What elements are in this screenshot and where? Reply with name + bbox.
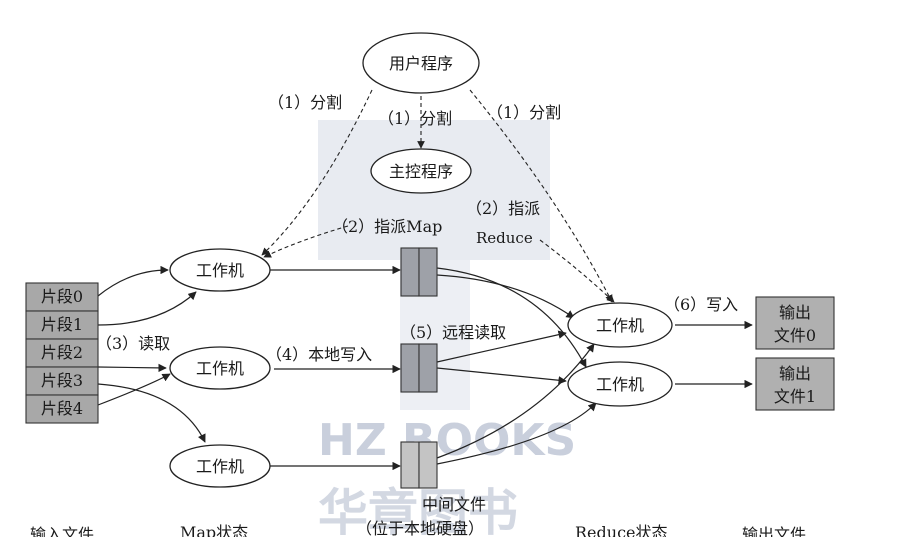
output-file-1-line2: 文件1 bbox=[774, 387, 816, 406]
segment-3: 片段3 bbox=[41, 371, 83, 390]
master-label: 主控程序 bbox=[389, 162, 453, 181]
stage-reduce-label: Reduce状态 bbox=[575, 523, 668, 537]
map-worker-1-label: 工作机 bbox=[196, 261, 244, 280]
stage-map-label: Map状态 bbox=[180, 523, 248, 537]
watermark-text: HZ BOOKS bbox=[318, 415, 576, 466]
output-file-1: 输出 文件1 bbox=[755, 357, 835, 411]
remote-read-edge-2 bbox=[436, 267, 587, 368]
remote-read-edge-1 bbox=[436, 274, 575, 319]
reduce-worker-1: 工作机 bbox=[567, 302, 673, 348]
output-file-1-line1: 输出 bbox=[779, 364, 811, 383]
intermediate-caption-line1: 中间文件 bbox=[422, 495, 486, 514]
master-node: 主控程序 bbox=[370, 148, 472, 194]
segment-4: 片段4 bbox=[41, 399, 83, 418]
intermediate-file-3 bbox=[400, 441, 438, 489]
segment-edge-0 bbox=[97, 265, 169, 297]
user-program-node: 用户程序 bbox=[362, 32, 480, 94]
remote-read-edge-3 bbox=[436, 330, 567, 363]
write-label: （6）写入 bbox=[664, 295, 738, 314]
output-file-0-line2: 文件0 bbox=[774, 326, 816, 345]
output-file-0: 输出 文件0 bbox=[755, 296, 835, 350]
segment-edge-4 bbox=[97, 373, 171, 406]
assign-map-edge bbox=[263, 225, 349, 258]
watermark: HZ BOOKS 华章图书 bbox=[318, 120, 576, 537]
output-file-0-line1: 输出 bbox=[779, 303, 811, 322]
segment-edge-2 bbox=[97, 363, 167, 373]
remote-read-edge-4 bbox=[436, 367, 567, 385]
split-edge-right bbox=[469, 89, 613, 303]
assign-reduce-edge bbox=[539, 239, 615, 303]
read-label: （3）读取 bbox=[96, 334, 170, 353]
split-label-right: （1）分割 bbox=[487, 103, 561, 122]
input-segments: 片段0 片段1 片段2 片段3 片段4 bbox=[25, 282, 99, 424]
intermediate-caption-line2: （位于本地硬盘） bbox=[356, 519, 484, 537]
segment-0: 片段0 bbox=[41, 287, 83, 306]
segment-edge-1 bbox=[97, 291, 197, 326]
user-program-label: 用户程序 bbox=[389, 54, 453, 73]
reduce-worker-2: 工作机 bbox=[567, 361, 673, 407]
map-worker-1: 工作机 bbox=[169, 248, 271, 292]
split-label-left: （1）分割 bbox=[268, 93, 342, 112]
assign-reduce-label-1: （2）指派 bbox=[466, 199, 540, 218]
remote-read-label: （5）远程读取 bbox=[400, 323, 506, 342]
map-worker-2: 工作机 bbox=[169, 346, 271, 390]
segment-edge-3 bbox=[97, 383, 206, 443]
remote-read-edge-6 bbox=[436, 402, 597, 465]
reduce-worker-2-label: 工作机 bbox=[596, 375, 644, 394]
segment-1: 片段1 bbox=[41, 315, 83, 334]
map-worker-2-label: 工作机 bbox=[196, 359, 244, 378]
remote-read-edge-5 bbox=[436, 343, 595, 459]
assign-map-label: （2）指派Map bbox=[332, 217, 442, 236]
map-worker-3: 工作机 bbox=[169, 444, 271, 488]
assign-reduce-label-2: Reduce bbox=[476, 229, 533, 247]
intermediate-file-1 bbox=[400, 247, 438, 297]
stage-output-label: 输出文件 bbox=[742, 525, 806, 537]
reduce-worker-1-label: 工作机 bbox=[596, 316, 644, 335]
segment-2: 片段2 bbox=[41, 343, 83, 362]
intermediate-file-2 bbox=[400, 343, 438, 393]
stage-input-label: 输入文件 bbox=[30, 525, 94, 537]
local-write-label: （4）本地写入 bbox=[266, 345, 372, 364]
map-worker-3-label: 工作机 bbox=[196, 457, 244, 476]
watermark-text-cn: 华章图书 bbox=[318, 484, 518, 537]
split-label-mid: （1）分割 bbox=[378, 109, 452, 128]
split-edge-left bbox=[261, 89, 373, 256]
